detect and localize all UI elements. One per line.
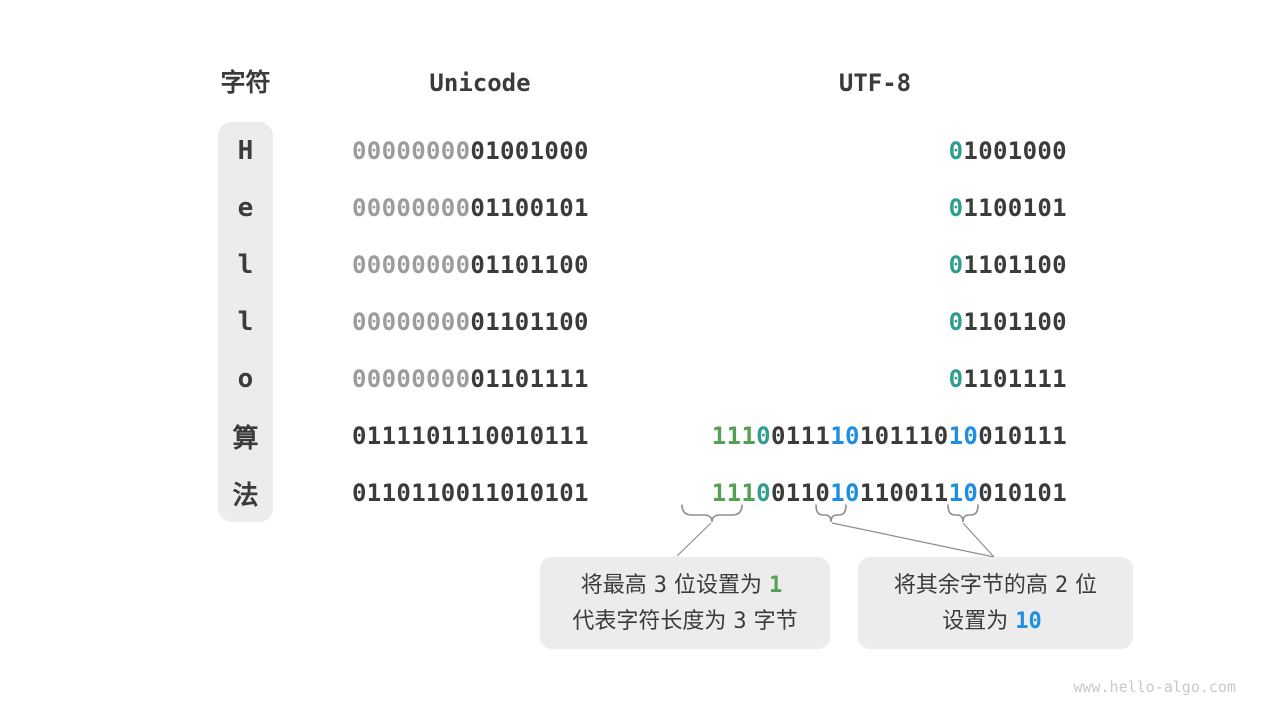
- header-char-column: 字符: [220, 69, 271, 97]
- unicode-bits: 00000000 01101100: [352, 236, 589, 293]
- unicode-bits: 00000000 01101100: [352, 293, 589, 350]
- unicode-bits: 00000000 01100101: [352, 179, 589, 236]
- header-utf8-column: UTF-8: [838, 69, 912, 97]
- unicode-segment: 00000000: [352, 307, 471, 336]
- utf8-segment: 0: [948, 365, 964, 394]
- callout-text: 1: [769, 573, 783, 598]
- unicode-bits: 01111011 10010111: [352, 408, 589, 465]
- utf8-segment: 010101: [978, 479, 1067, 508]
- unicode-segment: 01101111: [470, 365, 589, 394]
- utf8-segment: 1001000: [963, 136, 1067, 165]
- callout-text: 3: [733, 609, 747, 634]
- utf8-segment: 10: [830, 479, 860, 508]
- unicode-segment: 01101100: [470, 250, 589, 279]
- utf8-segment: 0: [948, 136, 964, 165]
- char-cell: l: [237, 249, 254, 280]
- utf8-segment: 0: [948, 193, 964, 222]
- utf8-segment: 111: [711, 479, 757, 508]
- pointer-line-leading: [676, 522, 712, 557]
- utf8-segment: 1100101: [963, 193, 1067, 222]
- char-cell: H: [237, 135, 254, 166]
- unicode-segment: 00000000: [352, 250, 471, 279]
- utf8-segment: 101110: [859, 422, 949, 451]
- watermark: www.hello-algo.com: [1073, 678, 1236, 696]
- utf8-segment: 10: [948, 479, 979, 508]
- char-cell: l: [237, 306, 254, 337]
- unicode-segment: 01001000: [470, 136, 589, 165]
- pointer-line-continuation-2: [831, 522, 995, 558]
- char-column-background: [218, 122, 273, 522]
- callout-text: 将最高: [580, 572, 647, 597]
- callout-text: 将其余字节的高: [893, 572, 1048, 597]
- char-cell: e: [237, 192, 254, 223]
- char-cell: 算: [232, 423, 259, 454]
- callout-text: 字节: [753, 608, 798, 633]
- unicode-segment: 00000000: [352, 193, 471, 222]
- utf8-segment: 0: [756, 479, 771, 508]
- char-cell: 法: [232, 480, 259, 511]
- unicode-bits: 01101100 11010101: [352, 465, 589, 522]
- callout-text: 3: [653, 573, 667, 598]
- utf8-segment: 1101100: [963, 250, 1067, 279]
- utf8-segment: 1101100: [963, 307, 1067, 336]
- unicode-segment: 10010111: [470, 422, 589, 451]
- pointer-line-continuation-3: [962, 522, 995, 558]
- utf8-segment: 0: [948, 250, 964, 279]
- callout-text: 2: [1054, 573, 1069, 598]
- callout-text: 位: [1075, 572, 1098, 597]
- utf8-segment: 010111: [978, 422, 1067, 451]
- unicode-segment: 01101100: [352, 479, 471, 508]
- callout-text: 位设置为: [674, 572, 763, 597]
- unicode-segment: 00000000: [352, 365, 471, 394]
- unicode-segment: 01100101: [470, 193, 589, 222]
- callout-text: 设置为: [942, 608, 1009, 633]
- utf8-segment: 0110: [770, 479, 831, 508]
- unicode-segment: 00000000: [352, 136, 471, 165]
- callout-text: 10: [1015, 609, 1042, 634]
- utf8-segment: 10: [948, 422, 979, 451]
- unicode-segment: 01101100: [470, 307, 589, 336]
- unicode-segment: 01111011: [352, 422, 471, 451]
- unicode-bits: 00000000 01001000: [352, 122, 589, 179]
- utf8-segment: 0: [756, 422, 771, 451]
- utf8-segment: 0: [948, 307, 964, 336]
- utf8-segment: 10: [830, 422, 860, 451]
- char-cell: o: [237, 364, 254, 395]
- header-unicode-column: Unicode: [429, 69, 531, 97]
- callout-text: 代表字符长度为: [572, 608, 727, 633]
- utf8-segment: 0111: [770, 422, 831, 451]
- utf8-segment: 111: [711, 422, 757, 451]
- utf8-segment: 1101111: [963, 365, 1067, 394]
- unicode-segment: 11010101: [470, 479, 589, 508]
- unicode-bits: 00000000 01101111: [352, 351, 589, 408]
- utf8-segment: 110011: [859, 479, 949, 508]
